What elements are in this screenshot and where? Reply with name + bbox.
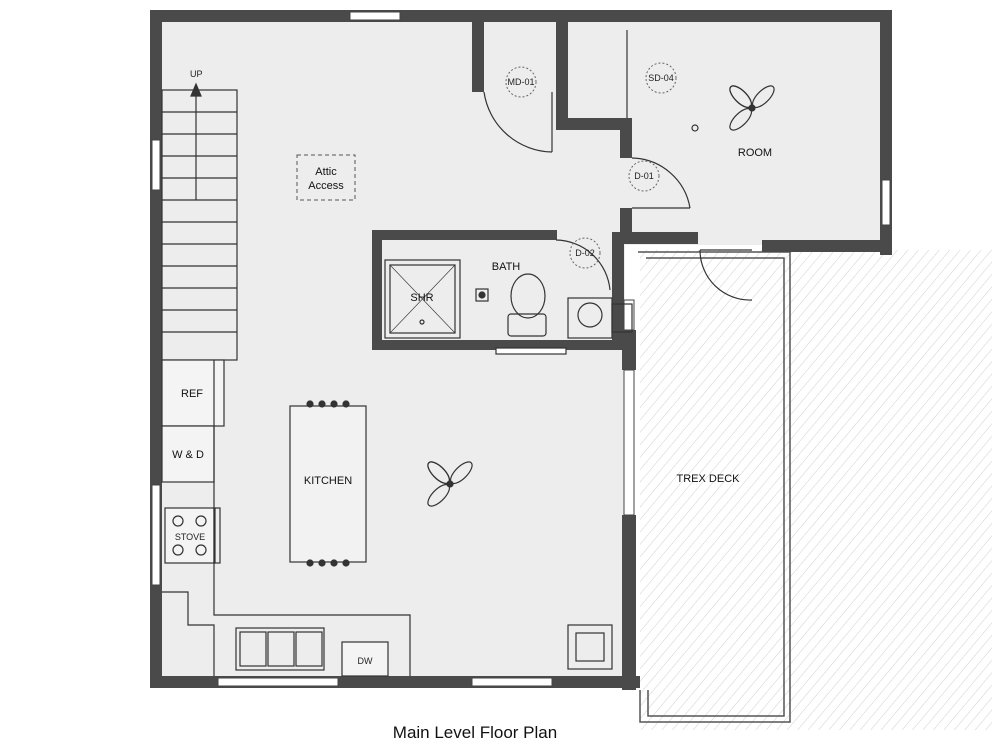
windows — [151, 11, 891, 687]
toilet-icon — [510, 273, 546, 319]
door-swings — [483, 30, 753, 301]
ref-label: REF — [181, 388, 203, 400]
kitchen-label: KITCHEN — [304, 475, 352, 487]
stove-label: STOVE — [175, 532, 205, 542]
bath-drain-icon — [475, 288, 489, 302]
kitchen-ceiling-fan-icon — [427, 461, 473, 507]
deck-label: TREX DECK — [677, 473, 741, 485]
kitchen-sink — [235, 627, 325, 671]
door-tags — [505, 62, 677, 269]
bath-label: BATH — [492, 261, 521, 273]
shower-stall — [384, 259, 461, 339]
door-tag-d01: D-01 — [634, 171, 654, 181]
dishwasher — [341, 641, 389, 677]
stove — [164, 507, 216, 564]
shower-label: SHR — [410, 292, 433, 304]
door-tag-d02: D-02 — [575, 248, 595, 258]
room-ceiling-fan-icon — [691, 85, 775, 132]
bathroom-fixtures — [384, 259, 633, 355]
room-label: ROOM — [738, 147, 772, 159]
wd-label: W & D — [172, 449, 204, 461]
plan-title: Main Level Floor Plan — [393, 723, 557, 742]
door-tag-md01: MD-01 — [507, 77, 534, 87]
kitchen-island — [289, 400, 367, 567]
trex-deck — [638, 251, 791, 723]
washer-dryer — [161, 425, 215, 483]
attic-label-2: Access — [308, 180, 344, 192]
dw-label: DW — [358, 656, 373, 666]
kitchen-appliances — [161, 359, 613, 677]
attic-label-1: Attic — [315, 166, 337, 178]
up-arrow-icon — [190, 82, 202, 97]
door-tag-sd04: SD-04 — [648, 73, 674, 83]
stairs-up-label: UP — [190, 69, 203, 79]
corner-cabinet — [567, 624, 613, 670]
deck-floor — [640, 250, 992, 730]
attic-access: Attic Access — [296, 154, 356, 201]
room-floor — [565, 20, 885, 245]
